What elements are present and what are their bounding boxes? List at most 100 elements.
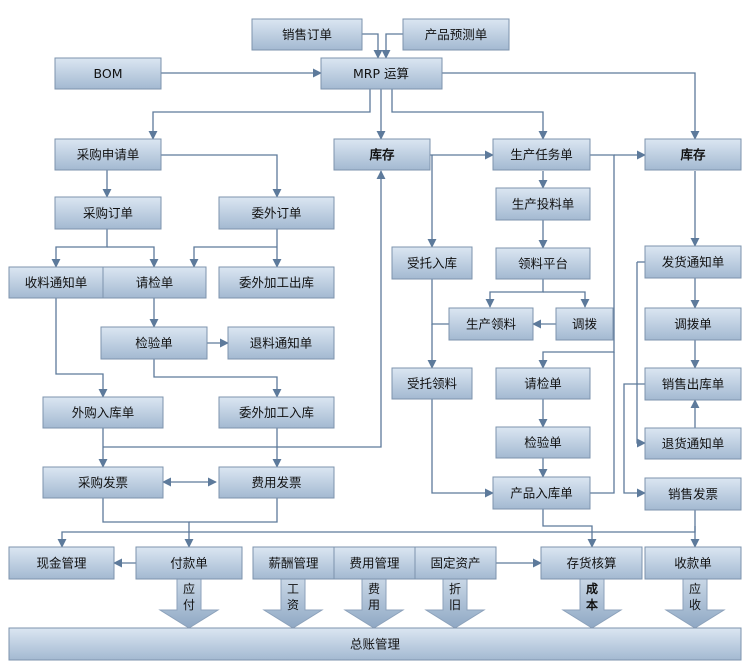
edge-request-outsource-order (153, 154, 282, 198)
node-bom[interactable]: BOM (54, 57, 162, 90)
flow-arrow-receivable (664, 578, 726, 629)
edge-consign-pick-product-in (431, 399, 494, 498)
node-transfer-right[interactable]: 调拨单 (644, 307, 742, 341)
flow-label-receivable-1: 应 (689, 581, 701, 596)
node-fixed-assets-label: 固定资产 (430, 556, 480, 571)
node-inspection[interactable]: 检验单 (100, 326, 208, 360)
edge-outsource-order-inspect (189, 246, 277, 268)
node-receipt-notice-label: 收料通知单 (25, 275, 88, 290)
node-purchase-invoice[interactable]: 采购发票 (42, 466, 164, 499)
node-consign-pick-label: 受托领料 (407, 376, 458, 391)
node-purchase-in[interactable]: 外购入库单 (42, 396, 164, 429)
node-stock-mid[interactable]: 库存 (333, 138, 431, 171)
node-outsource-out[interactable]: 委外加工出库 (218, 266, 335, 299)
node-mrp[interactable]: MRP 运算 (320, 57, 443, 90)
node-ship-notice[interactable]: 发货通知单 (644, 245, 742, 279)
node-product-in[interactable]: 产品入库单 (492, 476, 591, 510)
node-payment-label: 付款单 (170, 556, 208, 571)
node-outsource-in[interactable]: 委外加工入库 (218, 396, 335, 429)
node-sales-out[interactable]: 销售出库单 (644, 367, 742, 401)
flow-label-cost-2: 本 (586, 597, 598, 612)
node-purchase-order-label: 采购订单 (83, 206, 133, 221)
node-inspect-request[interactable]: 请检单 (102, 266, 207, 299)
edge-expense-payment (189, 498, 278, 523)
node-payment[interactable]: 付款单 (135, 546, 243, 580)
edge-platform-transfer (543, 291, 590, 308)
node-general-ledger[interactable]: 总账管理 (8, 627, 742, 661)
node-receipt[interactable]: 收款单 (644, 546, 742, 580)
node-cash-label: 现金管理 (36, 556, 87, 571)
node-transfer-mid[interactable]: 调拨 (555, 307, 614, 341)
edge-mrp-stock-right (442, 72, 700, 140)
node-production-feed[interactable]: 生产投料单 (495, 187, 591, 221)
flow-label-depreciation-2: 旧 (449, 598, 461, 612)
edge-platform-pick (485, 279, 544, 308)
node-sales-order[interactable]: 销售订单 (251, 18, 363, 51)
node-general-ledger-label: 总账管理 (350, 637, 401, 652)
node-purchase-order[interactable]: 采购订单 (54, 196, 162, 230)
node-sales-invoice[interactable]: 销售发票 (644, 477, 742, 511)
node-production-task-label: 生产任务单 (510, 147, 573, 162)
node-expense-mgmt[interactable]: 费用管理 (333, 546, 416, 580)
flow-arrow-wages (262, 578, 324, 629)
node-receipt-notice[interactable]: 收料通知单 (8, 266, 104, 299)
node-inventory-accounting[interactable]: 存货核算 (540, 546, 643, 580)
edge-invoice-payment (102, 498, 194, 548)
node-inspect-request-2[interactable]: 请检单 (495, 367, 591, 400)
nodes: 销售订单 产品预测单 BOM MRP 运算 采购申请单 库存 生产任务单 (8, 18, 742, 661)
node-return-notice[interactable]: 退料通知单 (227, 326, 335, 360)
node-cash[interactable]: 现金管理 (8, 546, 115, 580)
node-inspection-label: 检验单 (135, 336, 173, 351)
node-sales-out-label: 销售出库单 (662, 377, 725, 392)
node-expense-mgmt-label: 费用管理 (349, 556, 400, 571)
edge-consign-in-pick (431, 279, 449, 325)
node-purchase-request[interactable]: 采购申请单 (54, 138, 162, 171)
edge-inspection-outsource-in (153, 359, 282, 398)
node-consign-in[interactable]: 受托入库 (391, 246, 473, 280)
edge-product-in-up (590, 352, 615, 494)
node-inventory-accounting-label: 存货核算 (566, 556, 616, 571)
node-sales-return-notice-label: 退货通知单 (662, 436, 725, 451)
node-return-notice-label: 退料通知单 (250, 336, 313, 351)
node-expense-invoice[interactable]: 费用发票 (218, 466, 335, 499)
node-stock-right[interactable]: 库存 (644, 138, 742, 171)
node-stock-right-label: 库存 (680, 147, 706, 162)
node-pick-platform-label: 领料平台 (518, 256, 568, 271)
node-forecast-label: 产品预测单 (425, 27, 488, 42)
edge-mrp-production-task (391, 88, 548, 140)
node-sales-order-label: 销售订单 (282, 27, 332, 42)
node-fixed-assets[interactable]: 固定资产 (414, 546, 497, 580)
node-outsource-order[interactable]: 委外订单 (218, 196, 335, 230)
ledger-flows: 应 付 工 资 费 用 折 旧 成 本 应 收 (158, 578, 726, 629)
node-product-in-label: 产品入库单 (510, 486, 573, 501)
node-expense-invoice-label: 费用发票 (251, 475, 301, 490)
flow-label-cost-1: 成 (586, 581, 598, 596)
node-purchase-request-label: 采购申请单 (77, 147, 140, 162)
node-inspect-request-label: 请检单 (136, 275, 174, 290)
node-production-task[interactable]: 生产任务单 (492, 138, 591, 171)
node-inspect-request-2-label: 请检单 (524, 376, 562, 391)
node-pick-platform[interactable]: 领料平台 (495, 247, 591, 280)
node-consign-pick[interactable]: 受托领料 (391, 367, 473, 400)
node-consign-in-label: 受托入库 (407, 256, 457, 271)
node-outsource-order-label: 委外订单 (251, 206, 301, 221)
node-inspection-2[interactable]: 检验单 (495, 426, 591, 459)
flow-label-expense-1: 费 (368, 582, 380, 596)
node-forecast[interactable]: 产品预测单 (402, 18, 510, 51)
node-outsource-in-label: 委外加工入库 (239, 405, 314, 420)
flow-label-wages-2: 资 (287, 598, 299, 612)
node-sales-return-notice[interactable]: 退货通知单 (644, 427, 742, 460)
node-inspection-2-label: 检验单 (524, 435, 562, 450)
node-stock-mid-label: 库存 (369, 147, 395, 162)
node-salary[interactable]: 薪酬管理 (252, 546, 335, 580)
flow-label-receivable-2: 收 (689, 598, 701, 612)
flow-label-payable-1: 应 (183, 581, 195, 596)
edge-ship-return-notice (636, 262, 646, 448)
flow-arrow-depreciation (424, 578, 486, 629)
edge-forecast-mrp (381, 33, 403, 59)
flow-label-wages-1: 工 (287, 582, 299, 596)
node-salary-label: 薪酬管理 (268, 556, 319, 571)
node-production-pick[interactable]: 生产领料 (448, 307, 534, 341)
edge-sales-order-mrp (362, 33, 383, 59)
